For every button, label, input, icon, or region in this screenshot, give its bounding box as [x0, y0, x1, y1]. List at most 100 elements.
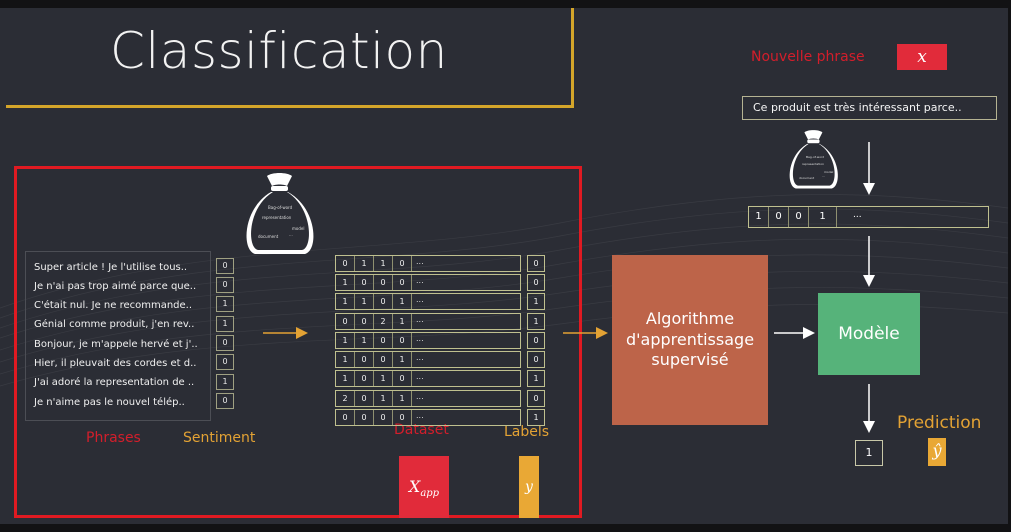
matrix-cell: 0 [355, 352, 374, 367]
matrix-cell: 1 [355, 333, 374, 348]
new-phrase-label: Nouvelle phrase [751, 49, 865, 65]
sentence-1: Super article ! Je l'utilise tous.. [34, 262, 188, 273]
label-cell: 1 [527, 293, 545, 310]
matrix-cell: 0 [374, 275, 393, 290]
vector-cell: 1 [809, 207, 837, 227]
sentiment-caption: Sentiment [183, 430, 256, 446]
bag-right-text-2: representation [802, 162, 825, 166]
matrix-cell: 0 [393, 333, 412, 348]
matrix-cell: 1 [355, 294, 374, 309]
label-cell: 0 [527, 390, 545, 407]
matrix-cell: 0 [355, 371, 374, 386]
sentiment-cell: 0 [216, 258, 234, 274]
training-frame [14, 166, 582, 518]
bag-right-text-5: ... [822, 174, 825, 178]
title-frame: Classification [6, 8, 574, 108]
sentence-2: Je n'ai pas trop aimé parce que.. [34, 281, 197, 292]
matrix-ellipsis: ... [416, 257, 424, 266]
wave-background [0, 194, 1008, 387]
sentence-7: J'ai adoré la representation de .. [34, 377, 195, 388]
matrix-cell: 0 [374, 294, 393, 309]
algorithm-line-1: Algorithme [645, 308, 735, 328]
matrix-cell: 0 [355, 410, 374, 425]
matrix-ellipsis: ... [416, 411, 424, 420]
sentiment-cell: 0 [216, 335, 234, 351]
page-title: Classification [110, 22, 448, 80]
matrix-cell: 1 [336, 352, 355, 367]
vector-cell: 1 [749, 207, 769, 227]
matrix-cell: 1 [393, 314, 412, 329]
sentiment-cell: 0 [216, 277, 234, 293]
bag-right-text-4: document [799, 176, 815, 180]
x-symbol-box: x [897, 44, 947, 70]
matrix-ellipsis: ... [416, 392, 424, 401]
matrix-cell: 0 [393, 275, 412, 290]
matrix-cell: 0 [374, 410, 393, 425]
prediction-value: 1 [855, 440, 883, 466]
vector-cell: 0 [789, 207, 809, 227]
bag-left-text-1: Bag-of-word [268, 205, 293, 210]
sentiment-cell: 1 [216, 296, 234, 312]
matrix-cell: 2 [336, 391, 355, 406]
matrix-cell: 1 [374, 391, 393, 406]
matrix-ellipsis: ... [416, 276, 424, 285]
yhat-box: ŷ [928, 438, 946, 466]
matrix-cell: 0 [355, 275, 374, 290]
matrix-cell: 1 [374, 371, 393, 386]
matrix-cell: 1 [336, 333, 355, 348]
matrix-cell: 0 [336, 314, 355, 329]
bag-right-text-3: model [824, 170, 834, 174]
matrix-cell: 1 [393, 294, 412, 309]
matrix-cell: 0 [336, 256, 355, 271]
matrix-ellipsis: ... [416, 315, 424, 324]
matrix-cell: 0 [393, 371, 412, 386]
prediction-label: Prediction [897, 413, 982, 433]
bag-right-text-1: Bag-of-word [806, 155, 825, 159]
matrix-cell: 1 [336, 294, 355, 309]
slide: Classification Nouvelle phrase x Ce prod… [0, 8, 1008, 524]
label-cell: 0 [527, 351, 545, 368]
feature-vector: 1 0 0 1 ... [748, 206, 989, 228]
sentence-3: C'était nul. Je ne recommande.. [34, 300, 193, 311]
matrix-cell: 2 [374, 314, 393, 329]
matrix-cell: 0 [374, 333, 393, 348]
bag-left-text-5: ... [289, 232, 293, 237]
label-cell: 0 [527, 332, 545, 349]
vector-ellipsis: ... [853, 210, 862, 220]
y-box: y [519, 456, 539, 518]
matrix-cell: 0 [355, 391, 374, 406]
new-phrase-text: Ce produit est très intéressant parce.. [742, 96, 997, 120]
sentiment-cell: 1 [216, 374, 234, 390]
bag-left-text-4: document [258, 234, 279, 239]
xapp-box: Xapp [399, 456, 449, 518]
bag-left-text-2: representation [262, 215, 292, 220]
matrix-cell: 0 [393, 410, 412, 425]
matrix-cell: 0 [393, 256, 412, 271]
sentence-6: Hier, il pleuvait des cordes et d.. [34, 358, 197, 369]
sentence-8: Je n'aime pas le nouvel télép.. [34, 397, 185, 408]
matrix-cell: 1 [336, 275, 355, 290]
matrix-cell: 1 [374, 256, 393, 271]
xapp-base: X [408, 477, 421, 496]
vector-cell: 0 [769, 207, 789, 227]
matrix-cell: 1 [355, 256, 374, 271]
matrix-cell: 1 [336, 371, 355, 386]
matrix-ellipsis: ... [416, 372, 424, 381]
model-box: Modèle [818, 293, 920, 375]
matrix-cell: 1 [393, 352, 412, 367]
matrix-ellipsis: ... [416, 295, 424, 304]
matrix-cell: 1 [393, 391, 412, 406]
sentiment-cell: 0 [216, 354, 234, 370]
matrix-cell: 0 [336, 410, 355, 425]
sentence-5: Bonjour, je m'appele hervé et j'.. [34, 339, 198, 350]
sentence-4: Génial comme produit, j'en rev.. [34, 319, 195, 330]
matrix-ellipsis: ... [416, 334, 424, 343]
